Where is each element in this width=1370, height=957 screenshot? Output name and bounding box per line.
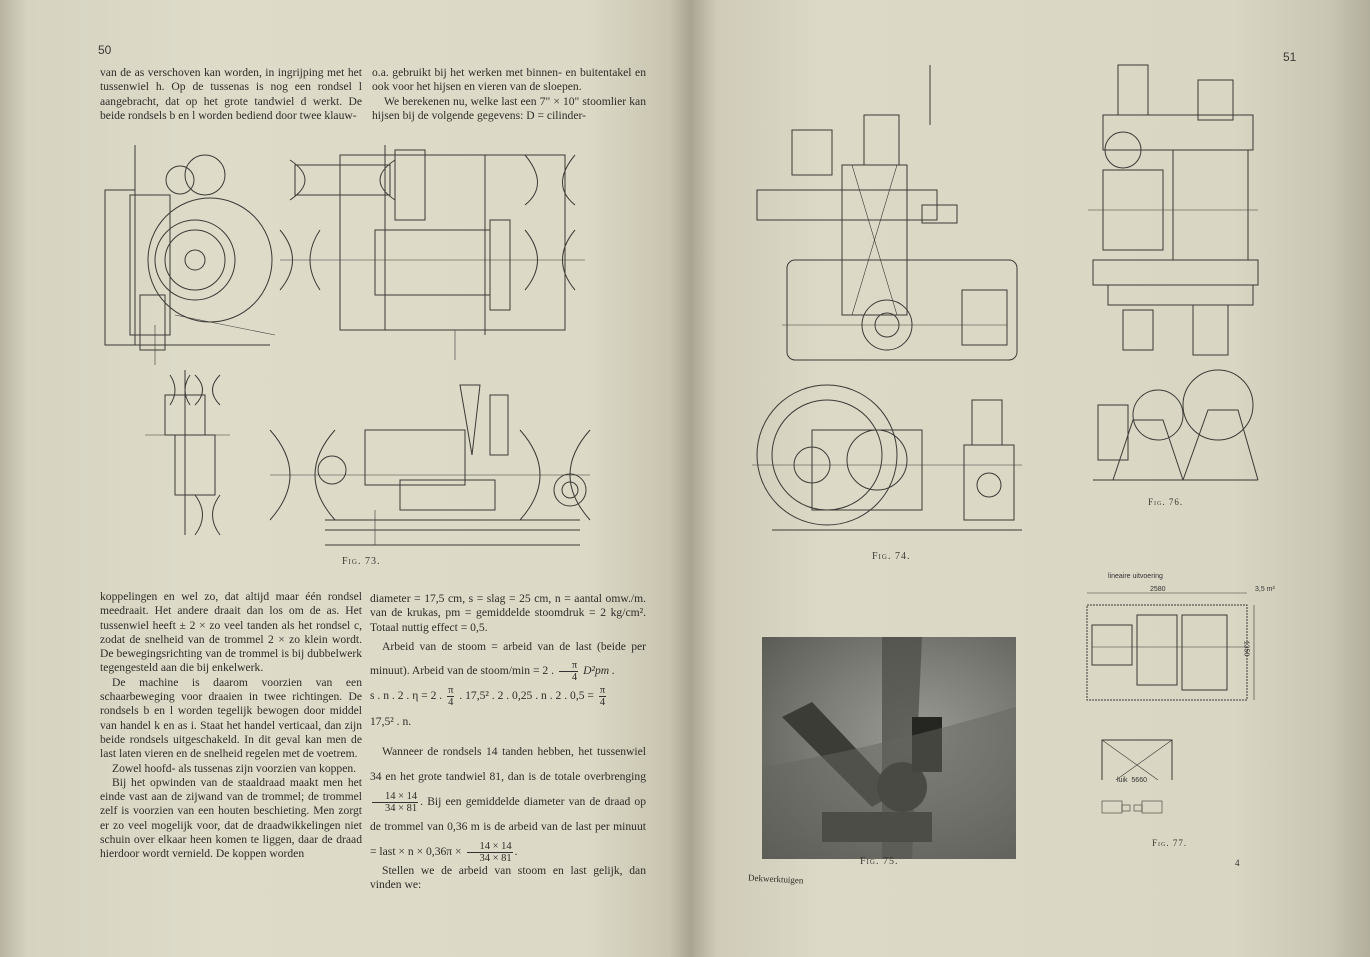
paragraph: koppelingen en wel zo, dat altijd maar é… xyxy=(100,590,362,675)
signature-title: Dekwerktuigen xyxy=(747,872,804,886)
figure-74-drawing xyxy=(752,65,1022,531)
hatch-label: luik xyxy=(1117,777,1128,784)
denominator: 4 xyxy=(571,671,578,683)
formula-text: D²pm . xyxy=(583,663,615,677)
formula-text: s . n . 2 . η = 2 . xyxy=(370,688,443,702)
left-page: 50 van de as verschoven kan worden, in i… xyxy=(0,0,690,957)
winch-end-view xyxy=(145,370,230,536)
numerator: π xyxy=(558,660,579,672)
paragraph: o.a. gebruikt bij het werken met binnen-… xyxy=(372,66,646,94)
formula-text: 17,5² . n. xyxy=(370,714,412,728)
numerator: π xyxy=(447,684,455,697)
figure-76-drawing xyxy=(1088,64,1259,481)
figure-77-caption: Fig. 77. xyxy=(1152,838,1188,848)
text-column-bottom-2: diameter = 17,5 cm, s = slag = 25 cm, n … xyxy=(370,592,646,892)
figure-73-drawing xyxy=(104,145,591,546)
fig77-area-label: 3,5 m² xyxy=(1255,586,1275,593)
denominator: 4 xyxy=(599,696,606,708)
fig77-width-label: 2580 xyxy=(1150,586,1166,593)
paragraph: Stellen we de arbeid van stoom en last g… xyxy=(370,863,646,892)
page-number: 50 xyxy=(98,43,112,57)
fig77-winches-plan xyxy=(1101,800,1163,814)
figure-77-drawing xyxy=(1086,592,1255,780)
winch-front-elevation xyxy=(269,384,591,546)
paragraph: Bij het opwinden van de staaldraad maakt… xyxy=(100,775,362,861)
numerator: 14 × 14 xyxy=(466,841,513,853)
figure-76-caption: Fig. 76. xyxy=(1148,497,1184,507)
paragraph: We berekenen nu, welke last een 7" × 10"… xyxy=(372,94,646,122)
denominator: 34 × 81 xyxy=(479,852,512,864)
paragraph: Wanneer de rondsels 14 tanden hebben, he… xyxy=(370,739,646,864)
paragraph: van de as verschoven kan worden, in ingr… xyxy=(100,66,362,122)
formula-text: Arbeid van de stoom = arbeid van de last… xyxy=(370,639,646,677)
fig77-hatch-label: luik 5660 xyxy=(1117,777,1147,784)
winch-side-elevation xyxy=(104,145,276,365)
formula-text: . 17,5² . 2 . 0,25 . n . 2 . 0,5 = xyxy=(459,688,594,702)
text: . xyxy=(514,844,518,858)
fig77-title-label: lineaire uitvoering xyxy=(1108,573,1163,580)
text-column-top-1: van de as verschoven kan worden, in ingr… xyxy=(100,66,362,123)
text-column-bottom-1: koppelingen en wel zo, dat altijd maar é… xyxy=(100,590,362,862)
paragraph: Zowel hoofd- als tussenas zijn voorzien … xyxy=(112,761,357,775)
text: Wanneer de rondsels 14 tanden hebben, he… xyxy=(370,744,646,783)
winch-plan-view xyxy=(279,145,585,360)
numerator: π xyxy=(598,684,607,697)
page-number: 51 xyxy=(1283,50,1297,64)
numerator: 14 × 14 xyxy=(372,791,419,803)
hatch-width: 5660 xyxy=(1131,777,1147,784)
figure-75-photo xyxy=(762,637,1016,859)
figure-74-caption: Fig. 74. xyxy=(872,551,911,562)
signature-number: 4 xyxy=(1235,858,1240,868)
text: . Bij een gemiddelde diameter van de dra… xyxy=(370,794,646,858)
paragraph: diameter = 17,5 cm, s = slag = 25 cm, n … xyxy=(370,592,646,634)
paragraph: Arbeid van de stoom = arbeid van de last… xyxy=(370,635,646,683)
paragraph: De machine is daarom voorzien van een sc… xyxy=(100,675,362,761)
right-page: 51 Fig. 74. Fig. xyxy=(690,0,1370,957)
denominator: 4 xyxy=(448,696,454,708)
text-column-top-2: o.a. gebruikt bij het werken met binnen-… xyxy=(372,66,646,123)
figure-73-caption: Fig. 73. xyxy=(342,556,381,567)
figure-75-caption: Fig. 75. xyxy=(860,856,899,867)
denominator: 34 × 81 xyxy=(385,802,418,814)
